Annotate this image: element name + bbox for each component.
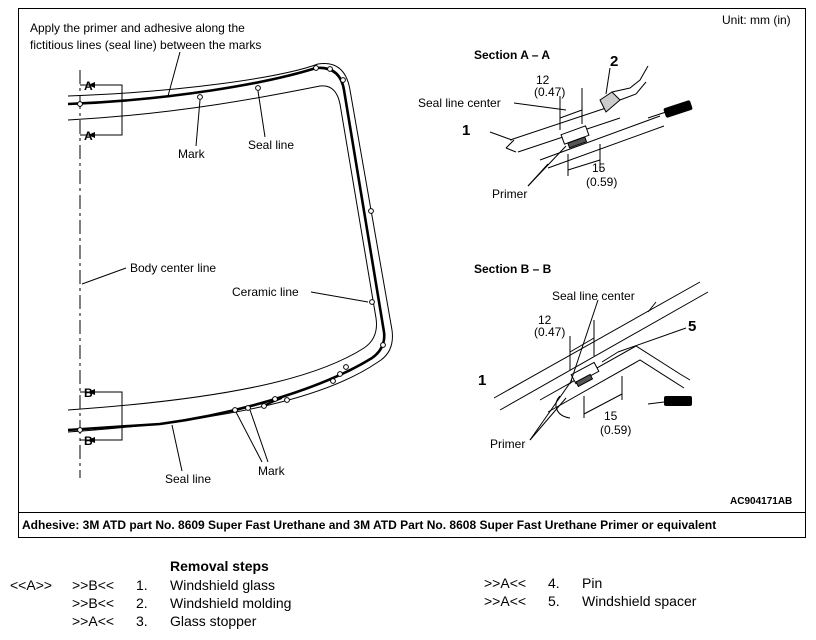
- marker-a-bottom: A: [84, 129, 93, 143]
- seal-line-label-bottom: Seal line: [165, 472, 211, 486]
- step-2-name: Windshield molding: [170, 595, 292, 611]
- step-2-number: 2.: [136, 595, 148, 611]
- windshield-diagram: Unit: mm (in) Apply the primer and adhes…: [30, 13, 792, 507]
- instruction-line-2: fictitious lines (seal line) between the…: [30, 38, 261, 52]
- section-bb-dim-top-inch: (0.47): [534, 325, 565, 339]
- arrow-b-top-icon: [88, 389, 95, 395]
- adhesive-nozzle-bb-icon: [647, 396, 692, 406]
- section-bb-dim-bottom-value: 15: [604, 409, 618, 423]
- step-4-ref2: >>A<<: [484, 575, 527, 591]
- step-5-ref2: >>A<<: [484, 593, 527, 609]
- section-bb-callout-5: 5: [688, 318, 696, 335]
- step-2-ref2: >>B<<: [72, 595, 115, 611]
- removal-steps-title: Removal steps: [170, 558, 269, 574]
- marker-b-top: B: [84, 386, 93, 400]
- section-aa-dim-bottom-value: 15: [592, 161, 606, 175]
- seal-line: [67, 66, 386, 432]
- arrow-a-top-icon: [88, 82, 95, 88]
- step-1-ref1: <<A>>: [10, 577, 53, 593]
- instruction-line-1: Apply the primer and adhesive along the: [30, 21, 245, 35]
- arrow-b-bottom-icon: [88, 437, 95, 443]
- unit-label: Unit: mm (in): [722, 13, 791, 27]
- section-aa-dim-bottom-inch: (0.59): [586, 175, 617, 189]
- step-1-ref2: >>B<<: [72, 577, 115, 593]
- seal-line-end: [264, 397, 283, 406]
- section-aa-dim-top-inch: (0.47): [534, 85, 565, 99]
- ceramic-line-label: Ceramic line: [232, 285, 299, 299]
- seal-line-label-top: Seal line: [248, 138, 294, 152]
- adhesive-nozzle-aa-icon: [647, 100, 693, 119]
- section-aa-title: Section A – A: [474, 48, 550, 62]
- mark-label-top: Mark: [178, 147, 206, 161]
- marker-a-top: A: [84, 79, 93, 93]
- section-aa-dim-top-value: 12: [536, 73, 550, 87]
- seal-marks: [77, 65, 386, 433]
- marker-b-bottom: B: [84, 434, 93, 448]
- section-bb-primer: Primer: [490, 437, 525, 451]
- step-4-name: Pin: [582, 575, 603, 591]
- section-aa-callout-1: 1: [462, 122, 470, 139]
- section-aa-callout-2: 2: [610, 53, 618, 70]
- section-aa-seal-line-center: Seal line center: [418, 96, 501, 110]
- arrow-a-bottom-icon: [88, 132, 95, 138]
- section-bb-callout-1: 1: [478, 372, 486, 389]
- step-1-name: Windshield glass: [170, 577, 276, 593]
- section-aa-primer: Primer: [492, 187, 527, 201]
- step-5-name: Windshield spacer: [582, 593, 697, 609]
- instruction-leader: [167, 51, 181, 97]
- section-bb-seal-line-center: Seal line center: [552, 289, 635, 303]
- section-aa-drawing: [489, 65, 665, 187]
- section-marker-a: [80, 84, 123, 136]
- glass-outer-edge: [67, 63, 393, 433]
- adhesive-note: Adhesive: 3M ATD part No. 8609 Super Fas…: [18, 512, 806, 538]
- mark-label-bottom: Mark: [258, 464, 286, 478]
- section-bb-dim-top-value: 12: [538, 313, 552, 327]
- ceramic-line: [67, 85, 377, 411]
- section-bb-dim-bottom-inch: (0.59): [600, 423, 631, 437]
- step-1-number: 1.: [136, 577, 148, 593]
- diagram-frame: [18, 8, 806, 538]
- section-bb-drawing: [493, 281, 709, 441]
- body-center-line-label: Body center line: [130, 261, 216, 275]
- section-bb-title: Section B – B: [474, 262, 552, 276]
- step-3-name: Glass stopper: [170, 613, 257, 629]
- step-5-number: 5.: [548, 593, 560, 609]
- figure-code: AC904171AB: [730, 496, 792, 507]
- section-marker-b: [80, 391, 123, 441]
- step-4-number: 4.: [548, 575, 560, 591]
- step-3-ref2: >>A<<: [72, 613, 115, 629]
- step-3-number: 3.: [136, 613, 148, 629]
